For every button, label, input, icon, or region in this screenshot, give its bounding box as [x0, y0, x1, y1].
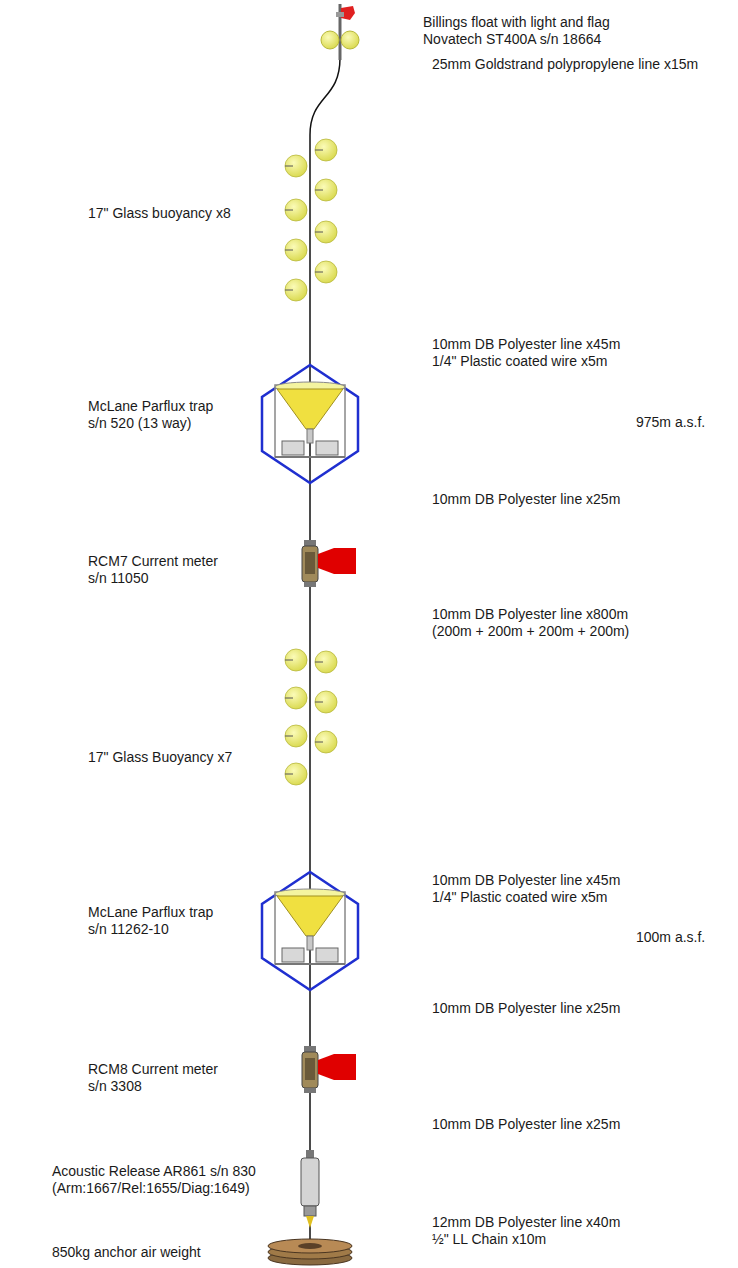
sediment-trap-upper: [262, 365, 358, 483]
line-spec: 12mm DB Polyester line x40m: [432, 1214, 620, 1231]
part-name: RCM8 Current meter: [88, 1061, 218, 1078]
serial-number: Novatech ST400A s/n 18664: [423, 31, 601, 48]
serial-number: s/n 11262-10: [88, 921, 169, 938]
line-spec: 10mm DB Polyester line x25m: [432, 491, 620, 508]
serial-number: s/n 11050: [88, 570, 148, 587]
surface-float: [321, 4, 359, 60]
part-name: 17" Glass Buoyancy x7: [88, 749, 232, 766]
depth-note: 975m a.s.f.: [636, 414, 705, 431]
glass-buoyancy-upper: [285, 139, 337, 301]
current-meter-lower: [302, 1046, 356, 1093]
part-name: Acoustic Release AR861 s/n 830: [52, 1163, 256, 1180]
part-name: 17" Glass buoyancy x8: [88, 205, 231, 222]
depth-note: 100m a.s.f.: [636, 929, 705, 946]
anchor-weight: [268, 1239, 352, 1265]
line-spec: (200m + 200m + 200m + 200m): [432, 623, 629, 640]
part-name: RCM7 Current meter: [88, 553, 218, 570]
line-spec: ½" LL Chain x10m: [432, 1231, 546, 1248]
line-spec: 10mm DB Polyester line x45m: [432, 872, 620, 889]
code-note: (Arm:1667/Rel:1655/Diag:1649): [52, 1180, 250, 1197]
line-spec: 10mm DB Polyester line x25m: [432, 1116, 620, 1133]
line-spec: 10mm DB Polyester line x800m: [432, 606, 628, 623]
part-name: Billings float with light and flag: [423, 14, 610, 31]
line-spec: 1/4" Plastic coated wire x5m: [432, 889, 607, 906]
glass-buoyancy-lower: [285, 649, 337, 785]
serial-number: s/n 3308: [88, 1078, 142, 1095]
current-meter-upper: [302, 540, 356, 587]
line-spec: 10mm DB Polyester line x25m: [432, 1000, 620, 1017]
sediment-trap-lower: [262, 872, 358, 990]
line-spec: 1/4" Plastic coated wire x5m: [432, 353, 607, 370]
part-name: McLane Parflux trap: [88, 904, 213, 921]
line-spec: 25mm Goldstrand polypropylene line x15m: [432, 56, 698, 73]
part-name: McLane Parflux trap: [88, 398, 213, 415]
serial-number: s/n 520 (13 way): [88, 415, 192, 432]
part-name: 850kg anchor air weight: [52, 1244, 201, 1261]
line-spec: 10mm DB Polyester line x45m: [432, 336, 620, 353]
acoustic-release: [301, 1150, 319, 1228]
